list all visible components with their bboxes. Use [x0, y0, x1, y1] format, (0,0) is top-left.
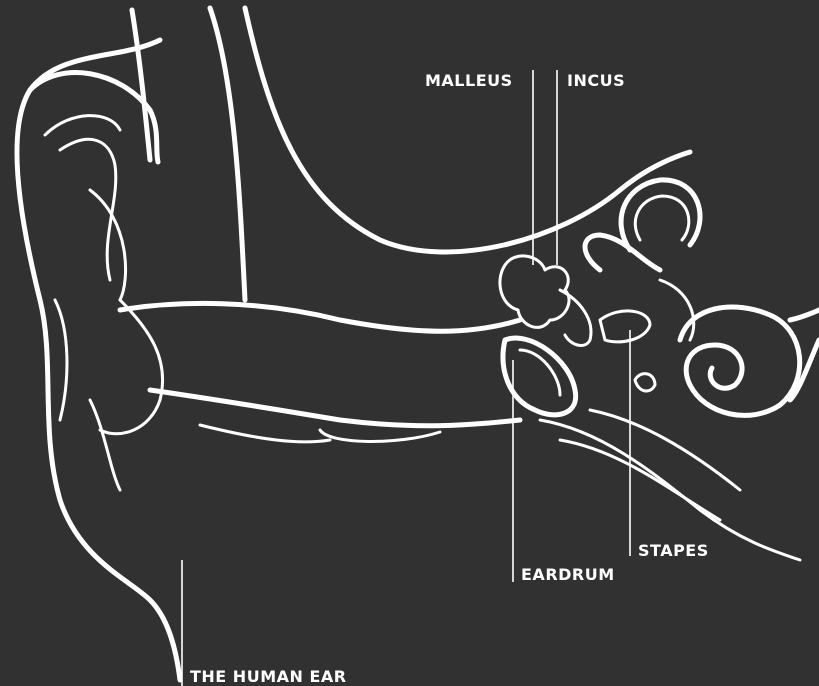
eardrum-shape — [503, 338, 576, 415]
eardrum-label: EARDRUM — [521, 566, 615, 584]
incus-label: INCUS — [567, 72, 625, 90]
eustachian-tube — [540, 410, 800, 560]
skull-contour — [132, 8, 690, 300]
malleus-label: MALLEUS — [425, 72, 513, 90]
ossicles — [500, 256, 650, 346]
ear-canal — [120, 303, 520, 441]
cochlea — [635, 307, 819, 415]
diagram-title: THE HUMAN EAR — [190, 668, 347, 686]
leader-lines — [182, 70, 630, 686]
outer-ear — [17, 40, 180, 680]
stapes-label: STAPES — [638, 542, 709, 560]
